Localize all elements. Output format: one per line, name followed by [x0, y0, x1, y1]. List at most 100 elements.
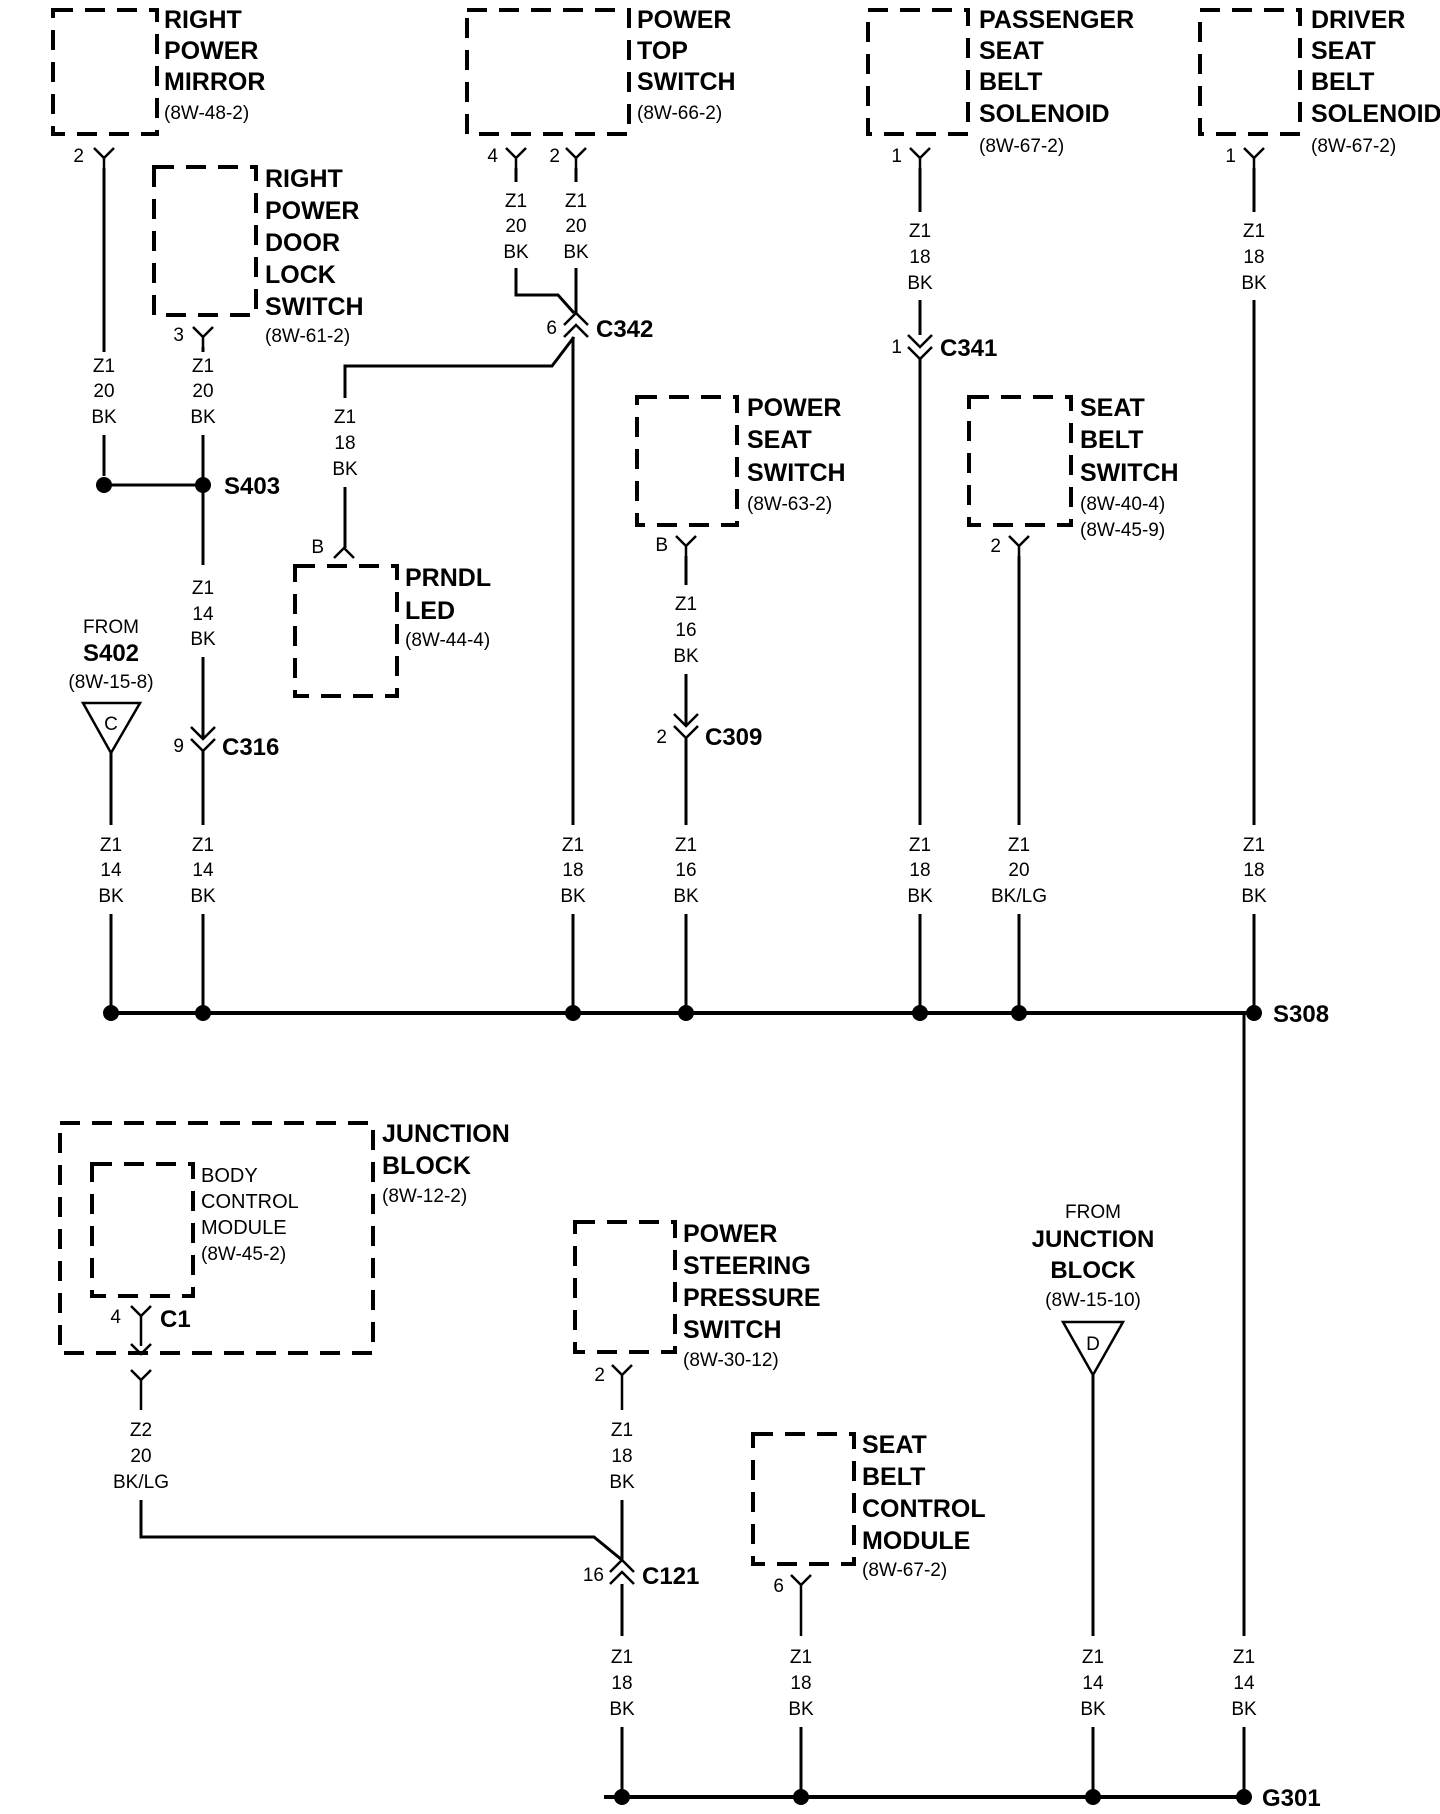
drv-bus-code-2: 18	[1243, 860, 1264, 881]
c309-bus-code-1: Z1	[675, 835, 697, 856]
jb-g301-code-1: Z1	[1082, 1647, 1104, 1668]
drv-sol-ref: (8W-67-2)	[1311, 136, 1396, 157]
door-lock-label-3: DOOR	[265, 229, 340, 257]
s308-g301-code-1: Z1	[1233, 1647, 1255, 1668]
sbcm-ref: (8W-67-2)	[862, 1560, 947, 1581]
ps-switch-pin: 2	[594, 1365, 605, 1386]
mirror-pin: 2	[73, 146, 84, 167]
ps-wire-code-3: BK	[609, 1472, 635, 1493]
bcm-ref: (8W-45-2)	[201, 1244, 286, 1265]
sbcm-label-2: BELT	[862, 1463, 925, 1491]
drv-sol-code-3: BK	[1241, 273, 1267, 294]
from-jb-from: FROM	[1065, 1202, 1121, 1223]
jb-g301-code-3: BK	[1080, 1699, 1106, 1720]
seat-sw-code-3: BK	[673, 646, 699, 667]
from-jb-ref: (8W-15-10)	[1045, 1290, 1141, 1311]
from-jb-name-2: BLOCK	[1050, 1257, 1136, 1284]
sbcm-terminal	[790, 1574, 812, 1636]
mirror-label-3: MIRROR	[164, 68, 265, 96]
s308-label: S308	[1273, 1001, 1329, 1028]
mirror-wire-code-2: 20	[93, 381, 114, 402]
drv-sol-code-2: 18	[1243, 247, 1264, 268]
bus-node-c309	[678, 1005, 694, 1021]
from-s402-from: FROM	[83, 617, 139, 638]
from-s402-reference: FROM S402 (8W-15-8) C	[68, 617, 154, 756]
top2-code-2: 20	[565, 216, 586, 237]
door-lock-wire-code-2: 20	[192, 381, 213, 402]
sbcm-wire-code-3: BK	[788, 1699, 814, 1720]
c121-pin: 16	[583, 1565, 604, 1586]
seat-switch-label-1: POWER	[747, 394, 841, 422]
drv-sol-pin: 1	[1225, 146, 1236, 167]
prndl-code-1: Z1	[334, 407, 356, 428]
c342-connector: 6 C342	[546, 311, 653, 343]
seat-belt-control-module: SEAT BELT CONTROL MODULE (8W-67-2) 6	[751, 1431, 986, 1636]
from-s402-ref: (8W-15-8)	[68, 672, 153, 693]
bus-node-c342	[565, 1005, 581, 1021]
ps-switch-label-3: PRESSURE	[683, 1284, 821, 1312]
belt-sw-code-3: BK/LG	[991, 886, 1047, 907]
passenger-seat-belt-solenoid: PASSENGER SEAT BELT SOLENOID (8W-67-2) 1	[866, 6, 1134, 168]
c316-bus-code-3: BK	[190, 886, 216, 907]
prndl-led: PRNDL LED (8W-44-4) B	[293, 537, 491, 698]
c342-pin: 6	[546, 318, 557, 339]
bus-node-s402	[103, 1005, 119, 1021]
c341-connector: 1 C341	[891, 334, 997, 362]
mirror-terminal	[93, 147, 115, 168]
pass-sol-label-3: BELT	[979, 68, 1042, 96]
top-switch-label-1: POWER	[637, 6, 731, 34]
seat-switch-terminal	[675, 535, 697, 556]
mirror-ref: (8W-48-2)	[164, 103, 249, 124]
top2-code-3: BK	[563, 242, 589, 263]
ps-switch-label-1: POWER	[683, 1220, 777, 1248]
top-switch-pin-4: 4	[487, 146, 498, 167]
from-s402-letter: C	[104, 714, 118, 735]
top2-code-1: Z1	[565, 191, 587, 212]
jb-terminal	[130, 1343, 152, 1410]
top-switch-label-3: SWITCH	[637, 68, 736, 96]
seat-switch-label-3: SWITCH	[747, 459, 846, 487]
prndl-wire	[343, 336, 576, 398]
ps-switch-terminal	[611, 1364, 633, 1410]
pass-sol-pin: 1	[891, 146, 902, 167]
drv-bus-code-1: Z1	[1243, 835, 1265, 856]
bcm-connector-label: C1	[160, 1306, 191, 1333]
drv-sol-label-1: DRIVER	[1311, 6, 1405, 34]
drv-sol-terminal	[1243, 147, 1265, 168]
bcm-label-1: BODY	[201, 1165, 258, 1187]
drv-bus-code-3: BK	[1241, 886, 1267, 907]
c341-bus-code-1: Z1	[909, 835, 931, 856]
prndl-ref: (8W-44-4)	[405, 630, 490, 651]
driver-seat-belt-solenoid: DRIVER SEAT BELT SOLENOID (8W-67-2) 1	[1198, 6, 1440, 168]
bcm-terminal	[130, 1305, 152, 1346]
door-lock-label-1: RIGHT	[265, 165, 343, 193]
s308-g301-code-3: BK	[1231, 1699, 1257, 1720]
door-lock-label-2: POWER	[265, 197, 359, 225]
belt-switch-ref-1: (8W-40-4)	[1080, 494, 1165, 515]
mirror-wire-code-3: BK	[91, 407, 117, 428]
mirror-label-2: POWER	[164, 37, 258, 65]
c342-label: C342	[596, 316, 653, 343]
s308-g301-code-2: 14	[1233, 1673, 1255, 1694]
door-lock-pin: 3	[173, 325, 184, 346]
c316-connector: 9 C316	[173, 726, 279, 761]
c121-g301-code-3: BK	[609, 1699, 635, 1720]
c309-connector: 2 C309	[656, 713, 762, 751]
s403-c316-code-2: 14	[192, 604, 214, 625]
c341-bus-code-2: 18	[909, 860, 930, 881]
s403-node-left	[96, 477, 112, 493]
top-switch-label-2: TOP	[637, 37, 688, 65]
mirror-label-1: RIGHT	[164, 6, 242, 34]
c309-bus-code-3: BK	[673, 886, 699, 907]
sbcm-label-4: MODULE	[862, 1527, 970, 1555]
junction-block-ref: (8W-12-2)	[382, 1186, 467, 1207]
c309-label: C309	[705, 724, 762, 751]
jb-g301-code-2: 14	[1082, 1673, 1104, 1694]
c316-pin: 9	[173, 736, 184, 757]
seat-sw-code-2: 16	[675, 620, 696, 641]
top4-code-3: BK	[503, 242, 529, 263]
bcm-label-2: CONTROL	[201, 1191, 299, 1213]
s403-label: S403	[224, 473, 280, 500]
pass-sol-code-3: BK	[907, 273, 933, 294]
mirror-wire-code-1: Z1	[93, 356, 115, 377]
